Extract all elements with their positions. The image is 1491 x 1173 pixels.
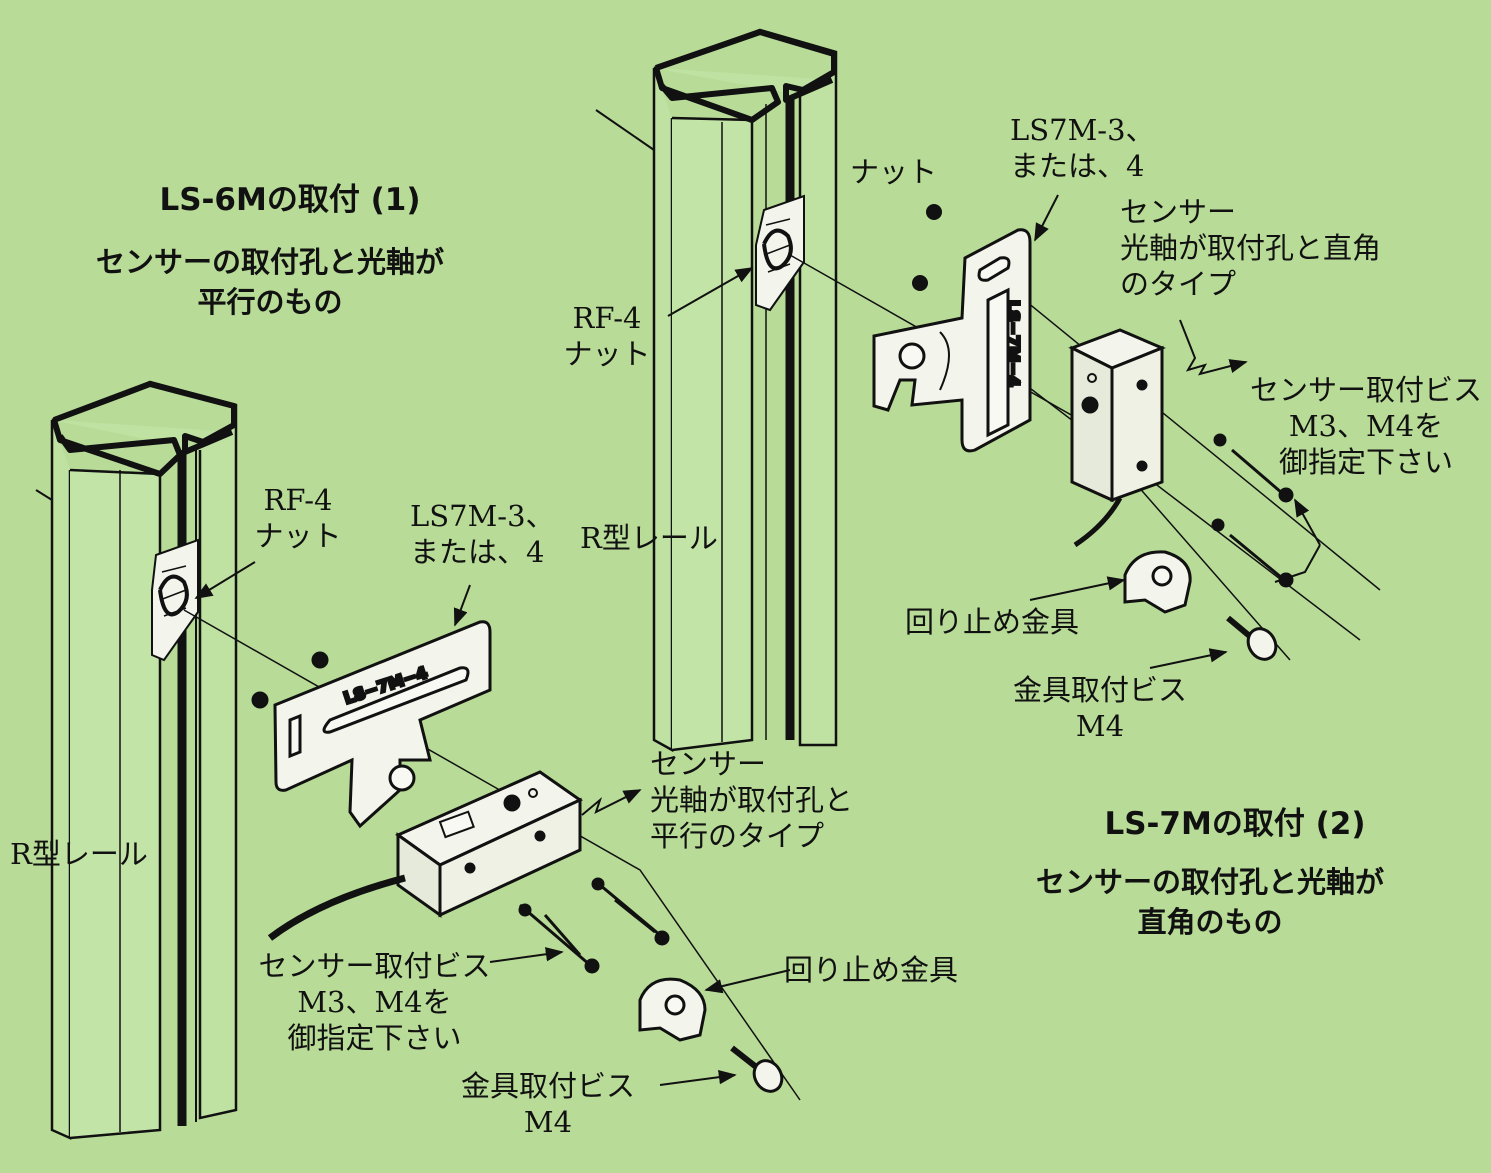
right-fitting-screw-label: 金具取付ビス M4 [1012,673,1187,743]
left-rail-label: R型レール [10,837,148,871]
left-sensor-ls6m [267,770,583,941]
left-sensor-screws [518,877,670,974]
right-sensor-label: センサー 光軸が取付孔と直角 のタイプ [1120,195,1382,301]
right-subtitle: センサーの取付孔と光軸が 直角のもの [1035,865,1384,939]
right-bracket-stamp: LS−7M−4 [1004,300,1023,387]
right-sensor-screw-label: センサー取付ビス M3、M4を 御指定下さい [1249,373,1482,479]
right-fitting-screw [1226,615,1278,661]
left-fitting-screw [730,1045,784,1093]
right-sensor-ls7m [1068,328,1166,548]
right-bracket-ls7m: LS−7M−4 [872,228,1032,453]
right-rf4-nut-label: RF-4 ナット [563,301,651,371]
right-nut-label: ナット [850,155,938,189]
right-title: LS-7Mの取付 (2) [1104,806,1366,842]
left-rf4-nut-label: RF-4 ナット [254,483,342,553]
left-r-type-rail [35,380,238,1140]
right-r-type-rail [595,28,838,753]
left-sensor-label: センサー 光軸が取付孔と 平行のタイプ [650,747,854,853]
left-stopper [638,977,707,1042]
right-stopper [1123,550,1192,614]
right-leaders [667,194,1321,669]
left-bracket-label: LS7M-3、 または、4 [410,499,555,569]
right-rail-label: R型レール [580,521,718,555]
right-rf4-nut [755,194,805,312]
left-bracket-ls7m: LS−7M−4 [273,620,492,829]
left-title: LS-6Mの取付 (1) [159,182,421,218]
left-sensor-screw-label: センサー取付ビス M3、M4を 御指定下さい [258,949,491,1055]
left-nuts [251,651,329,709]
right-bracket-label: LS7M-3、 または、4 [1010,113,1155,183]
right-nuts [912,204,942,291]
left-fitting-screw-label: 金具取付ビス M4 [460,1069,635,1139]
left-rf4-nut [151,538,199,662]
right-stopper-label: 回り止め金具 [905,605,1080,639]
left-leaders [194,561,791,1086]
left-subtitle: センサーの取付孔と光軸が 平行のもの [95,245,444,319]
left-stopper-label: 回り止め金具 [784,953,959,987]
